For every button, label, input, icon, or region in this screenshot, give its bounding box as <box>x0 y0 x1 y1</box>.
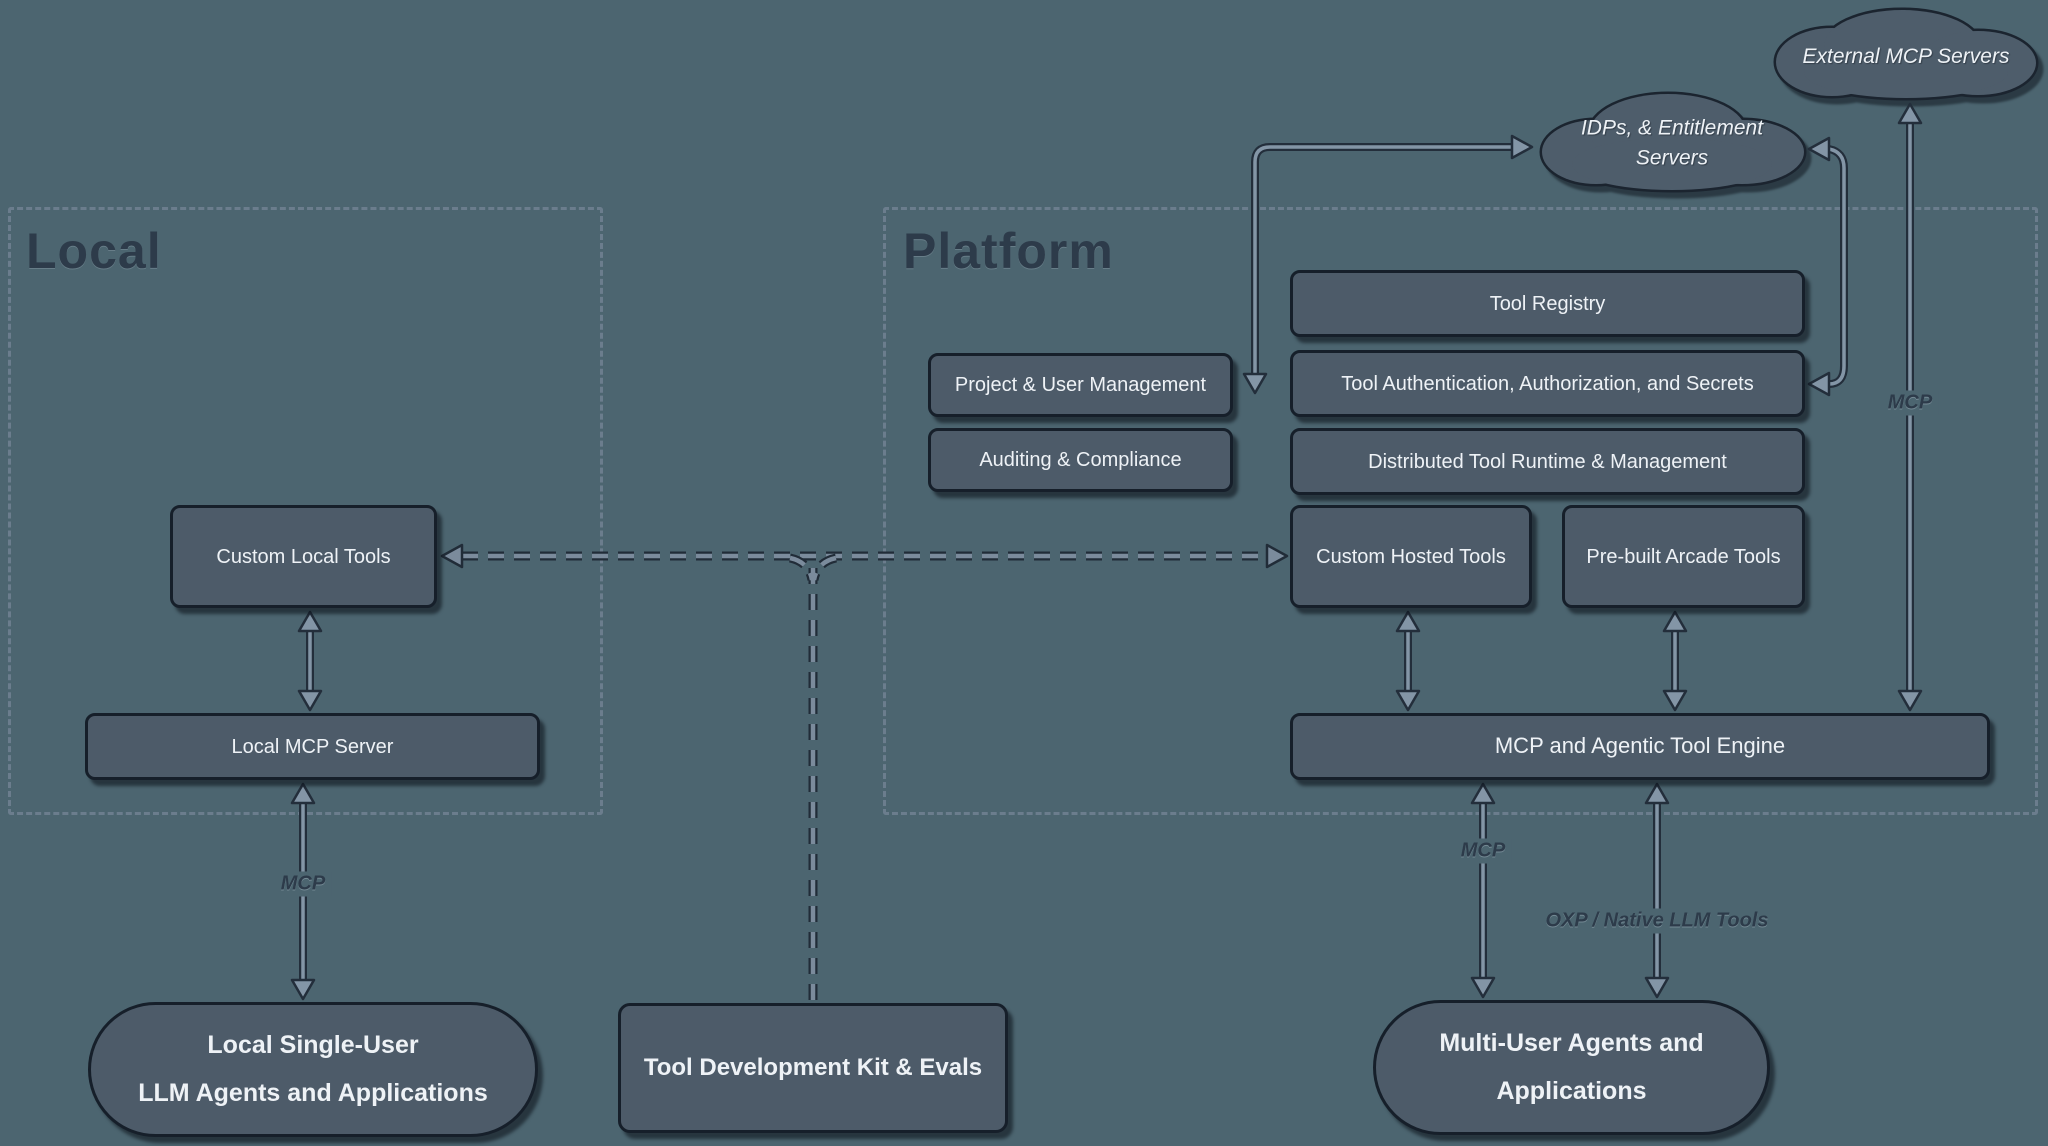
node-tool-authentication: Tool Authentication, Authorization, and … <box>1290 350 1805 417</box>
node-local-mcp-server: Local MCP Server <box>85 713 540 780</box>
node-multi-user-agents-label-line1: Multi-User Agents and <box>1439 1029 1704 1057</box>
node-project-user-management: Project & User Management <box>928 353 1233 417</box>
node-project-user-management-label: Project & User Management <box>954 374 1207 396</box>
edge-label-mcp-local: MCP <box>273 871 333 897</box>
node-tool-registry: Tool Registry <box>1290 270 1805 337</box>
node-custom-local-tools-label: Custom Local Tools <box>216 545 391 568</box>
idp-cloud-label-line1: IDPs, & Entitlement <box>1580 116 1764 140</box>
platform-container-title: Platform <box>903 223 1114 279</box>
node-custom-hosted-tools: Custom Hosted Tools <box>1290 505 1532 608</box>
node-local-agents-label-line2: LLM Agents and Applications <box>138 1078 488 1107</box>
node-distributed-tool-runtime-label: Distributed Tool Runtime & Management <box>1368 450 1727 473</box>
node-prebuilt-arcade-tools-label: Pre-built Arcade Tools <box>1586 545 1781 568</box>
edge-idp-cloud-to-tool-auth <box>1807 136 1848 397</box>
idp-cloud-label: IDPs, & Entitlement Servers <box>1581 114 1763 175</box>
node-tdk-label: Tool Development Kit & Evals <box>643 1054 983 1082</box>
edge-custom-hosted-to-engine <box>1395 610 1421 712</box>
edge-engine-to-multi-user-mcp <box>1470 782 1496 999</box>
edge-label-mcp-external: MCP <box>1880 390 1940 416</box>
node-local-agents-label-line1: Local Single-User <box>207 1031 419 1059</box>
edge-prebuilt-to-engine <box>1662 610 1688 712</box>
node-prebuilt-arcade-tools: Pre-built Arcade Tools <box>1562 505 1805 608</box>
node-mcp-engine-label: MCP and Agentic Tool Engine <box>1494 733 1786 759</box>
external-mcp-cloud-label: External MCP Servers <box>1802 44 2010 68</box>
node-auditing-compliance: Auditing & Compliance <box>928 428 1233 492</box>
node-multi-user-agents: Multi-User Agents and Applications <box>1373 1000 1770 1135</box>
node-tool-authentication-label: Tool Authentication, Authorization, and … <box>1341 372 1754 395</box>
edge-custom-local-to-local-mcp <box>297 610 323 712</box>
local-container-title: Local <box>26 223 162 279</box>
external-mcp-cloud <box>1773 7 2039 101</box>
edge-engine-to-multi-user-oxp <box>1644 782 1670 999</box>
idp-cloud-label-line2: Servers <box>1635 147 1709 170</box>
node-distributed-tool-runtime: Distributed Tool Runtime & Management <box>1290 428 1805 495</box>
node-mcp-agentic-tool-engine: MCP and Agentic Tool Engine <box>1290 713 1990 780</box>
edge-custom-local-to-custom-hosted-dashed <box>440 543 1289 569</box>
node-local-mcp-server-label: Local MCP Server <box>231 735 394 758</box>
edge-branch-to-tdk-dashed <box>788 553 838 1003</box>
node-multi-user-agents-label-line2: Applications <box>1496 1076 1647 1105</box>
edge-label-oxp-native: OXP / Native LLM Tools <box>1538 908 1776 934</box>
node-tool-registry-label: Tool Registry <box>1489 292 1606 315</box>
idp-cloud <box>1539 91 1807 193</box>
node-custom-local-tools: Custom Local Tools <box>170 505 437 608</box>
edge-project-user-to-idp-cloud <box>1242 134 1534 395</box>
platform-container <box>883 207 2038 815</box>
edge-label-mcp-multi-user: MCP <box>1453 838 1513 864</box>
node-auditing-compliance-label: Auditing & Compliance <box>979 449 1182 471</box>
node-custom-hosted-tools-label: Custom Hosted Tools <box>1316 545 1506 568</box>
node-local-single-user-agents: Local Single-User LLM Agents and Applica… <box>88 1002 538 1137</box>
node-tool-development-kit: Tool Development Kit & Evals <box>618 1003 1008 1133</box>
